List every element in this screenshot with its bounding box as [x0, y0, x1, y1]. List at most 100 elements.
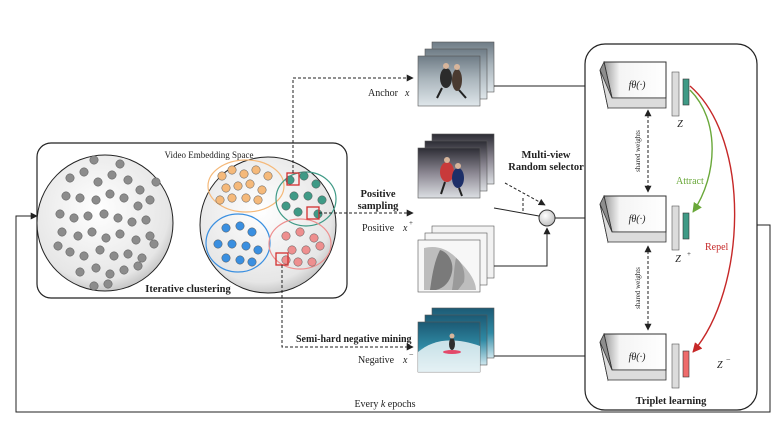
triplet-learning-panel: fθ(·) fθ(·) fθ(·) shared weights shared … [584, 43, 758, 411]
red-cluster-point [295, 227, 305, 237]
embedding-point [89, 155, 99, 165]
teal-cluster-boundary [275, 171, 337, 227]
multiview-label-2: Random selector [508, 162, 584, 173]
blue-cluster-point [235, 221, 245, 231]
negative-embedding-vector [682, 350, 690, 378]
embedding-point [75, 267, 85, 277]
orange-cluster-boundary [207, 159, 285, 213]
z-negative-sup: − [726, 355, 731, 364]
embedding-point [101, 233, 111, 243]
red-cluster-point [293, 257, 303, 267]
embedding-point [105, 189, 115, 199]
random-selector-node [538, 209, 556, 227]
embedding-point [115, 229, 125, 239]
multiview-label-1: Multi-view [522, 150, 571, 161]
embedding-point [89, 281, 99, 291]
embedding-point [133, 201, 143, 211]
depth-to-selector-path [494, 227, 551, 267]
anchor-encoder [599, 60, 667, 110]
positive-var-sup: + [409, 219, 413, 227]
embedding-point [115, 159, 125, 169]
every-suffix: epochs [385, 399, 415, 410]
embedding-point [105, 269, 115, 279]
embedding-point [55, 209, 65, 219]
attract-arrow [689, 89, 713, 213]
repel-arrow [689, 85, 736, 353]
embedding-point [123, 175, 133, 185]
anchor-encoder-output-bar [671, 71, 680, 117]
every-k: k [381, 399, 386, 410]
embedding-point [119, 193, 129, 203]
positive-encoder [599, 194, 667, 244]
embedding-point [145, 231, 155, 241]
embedding-point [123, 249, 133, 259]
orange-cluster-point [233, 181, 243, 191]
embedding-point [79, 167, 89, 177]
red-cluster-point [287, 245, 297, 255]
negative-mining-path [281, 265, 414, 351]
attract-label: Attract [676, 176, 704, 187]
anchor-encoder-label: fθ(·) [629, 80, 647, 91]
embedding-point [61, 191, 71, 201]
clustered-embedding-ball [199, 156, 337, 294]
positive-embedding-vector [682, 212, 690, 240]
embedding-point [69, 213, 79, 223]
embedding-point [141, 215, 151, 225]
orange-cluster-point [221, 183, 231, 193]
orange-cluster-point [217, 171, 227, 181]
anchor-video-frames [417, 41, 495, 107]
blue-cluster-point [247, 257, 257, 267]
repel-label: Repel [705, 242, 729, 253]
blue-cluster-point [247, 227, 257, 237]
embedding-point [109, 251, 119, 261]
shared-weights-label-1: shared weights [634, 130, 642, 172]
blue-cluster-point [213, 239, 223, 249]
blue-cluster-point [221, 253, 231, 263]
embedding-point [135, 185, 145, 195]
embedding-point [145, 195, 155, 205]
embedding-point [149, 239, 159, 249]
positive-video-frames [417, 133, 495, 199]
orange-cluster-point [253, 195, 263, 205]
blue-cluster-point [241, 241, 251, 251]
red-cluster-point [315, 241, 325, 251]
clustering-caption: Iterative clustering [145, 284, 231, 295]
negative-encoder [599, 332, 667, 382]
teal-cluster-point [313, 209, 323, 219]
negative-video-frames [417, 307, 495, 373]
embedding-point [151, 177, 161, 187]
teal-cluster-point [285, 175, 295, 185]
orange-cluster-point [251, 165, 261, 175]
positive-sampling-label-1: Positive [361, 189, 396, 200]
semi-hard-mining-label: Semi-hard negative mining [296, 334, 412, 345]
embedding-point [65, 173, 75, 183]
orange-cluster-point [245, 179, 255, 189]
blue-cluster-boundary [205, 213, 271, 273]
every-k-epochs-label: Every k epochs [354, 399, 415, 410]
anchor-var: x [404, 88, 410, 99]
positive-encoder-label: fθ(·) [629, 214, 647, 225]
teal-cluster-point [281, 201, 291, 211]
z-negative-label: Z [717, 360, 723, 371]
blue-cluster-point [227, 239, 237, 249]
rgb-to-selector-path [493, 207, 540, 217]
negative-encoder-output-bar [671, 343, 680, 389]
negative-encoder-label: fθ(·) [629, 352, 647, 363]
orange-cluster-point [227, 193, 237, 203]
embedding-point [137, 253, 147, 263]
orange-cluster-point [227, 165, 237, 175]
depth-video-frames [417, 225, 495, 293]
embedding-point [95, 245, 105, 255]
embedding-point [53, 241, 63, 251]
unclustered-embedding-ball [36, 154, 174, 292]
embedding-point [57, 227, 67, 237]
clustering-panel: Video Embedding Space Iterative clusteri… [36, 142, 348, 299]
blue-cluster-point [235, 255, 245, 265]
embedding-point [127, 217, 137, 227]
shared-weights-label-2: shared weights [634, 267, 642, 309]
anchor-label: Anchor [368, 88, 399, 99]
teal-cluster-point [299, 171, 309, 181]
red-cluster-boundary [268, 218, 332, 270]
teal-cluster-point [293, 207, 303, 217]
